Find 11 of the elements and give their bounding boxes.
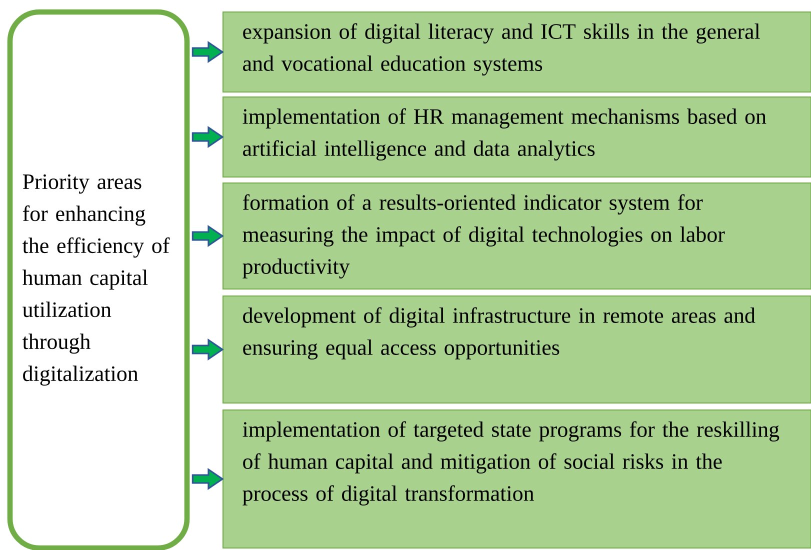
text-box: implementation of targeted state programs for the reskilling of human capital and mitigation of social risks in the process of digital transformation bbox=[222, 409, 811, 549]
arrow bbox=[192, 468, 224, 490]
arrow bbox=[192, 41, 224, 63]
category-box: Priority areas for enhancing the efficiency of human capital utilization through digitalization bbox=[7, 9, 190, 550]
text-box: formation of a results-oriented indicator system for measuring the impact of digital technologies on labor productivity bbox=[222, 182, 811, 290]
text-box: expansion of digital literacy and ICT skills in the general and vocational education systems bbox=[222, 11, 811, 93]
arrow bbox=[192, 338, 224, 360]
text-box: implementation of HR management mechanisms based on artificial intelligence and data analytics bbox=[222, 96, 811, 178]
arrow bbox=[192, 126, 224, 148]
arrow bbox=[192, 224, 224, 247]
text-box: development of digital infrastructure in remote areas and ensuring equal access opportunities bbox=[222, 295, 811, 404]
